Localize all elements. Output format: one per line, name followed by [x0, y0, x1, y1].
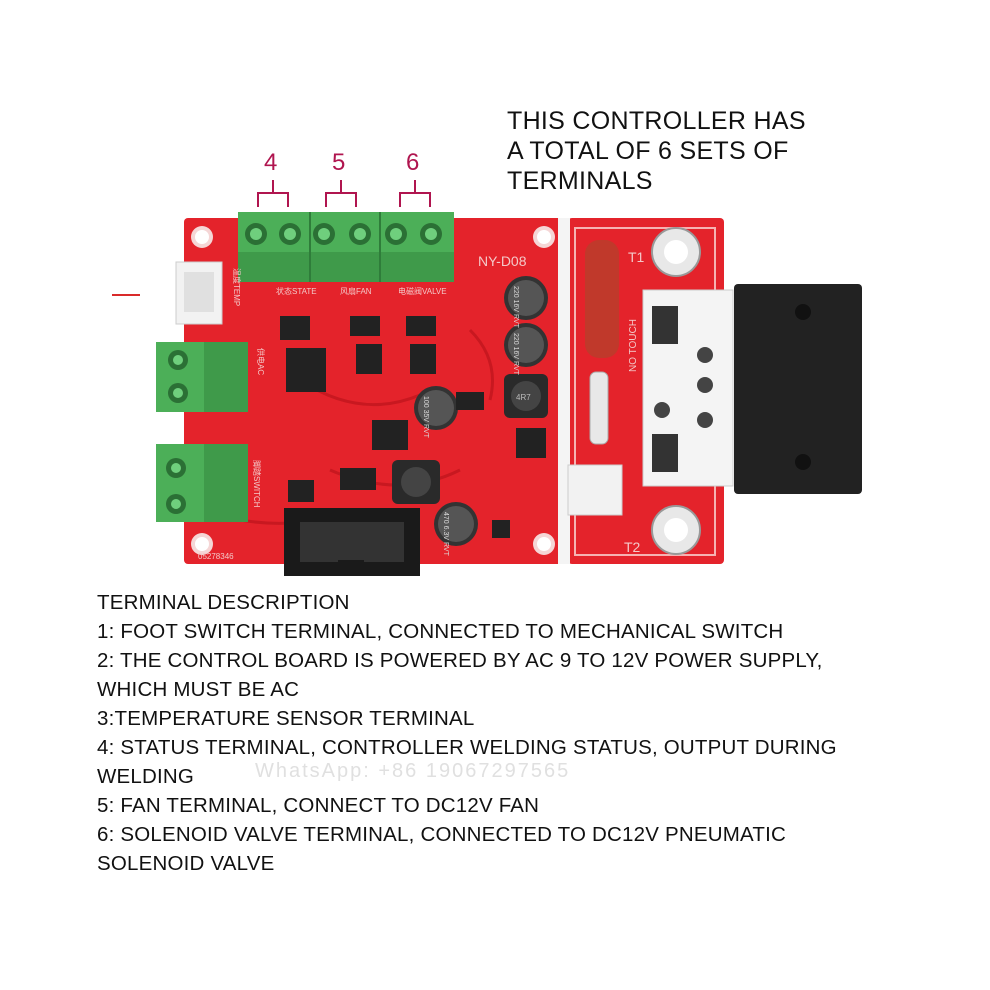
terminal-block-ac [156, 342, 248, 412]
callout-6: 6 [399, 149, 431, 207]
description-title: TERMINAL DESCRIPTION [97, 591, 350, 614]
label-fan: 风扇FAN [340, 286, 372, 296]
description-line: 3:TEMPERATURE SENSOR TERMINAL [97, 707, 475, 730]
cap-4-label: 470 6.3V RVT [442, 512, 449, 557]
callout-6-label: 6 [406, 149, 419, 176]
description-line: SOLENOID VALVE [97, 852, 275, 875]
description-line: WHICH MUST BE AC [97, 678, 300, 701]
terminal-block-top [238, 212, 454, 282]
callout-4-label: 4 [264, 149, 277, 176]
description-line: 4: STATUS TERMINAL, CONTROLLER WELDING S… [97, 736, 837, 759]
capacitors [414, 276, 548, 546]
label-ac: 供电AC [256, 348, 266, 375]
callout-5-label: 5 [332, 149, 345, 176]
heatsink-relay [734, 284, 862, 494]
callout-5: 5 [325, 149, 357, 207]
description-line: 6: SOLENOID VALVE TERMINAL, CONNECTED TO… [97, 823, 786, 846]
label-temp: 温度TEMP [232, 268, 242, 306]
description-line: 2: THE CONTROL BOARD IS POWERED BY AC 9 … [97, 649, 823, 672]
callout-4: 4 [257, 149, 289, 207]
terminal-description: TERMINAL DESCRIPTION 1: FOOT SWITCH TERM… [97, 588, 957, 878]
terminal-block-switch [156, 444, 248, 522]
label-no-touch: NO TOUCH [628, 319, 639, 372]
label-t1: T1 [628, 249, 645, 265]
optocoupler [567, 464, 623, 516]
headline-line-3: TERMINALS [507, 167, 653, 195]
description-line: WELDING [97, 765, 195, 788]
description-line: 5: FAN TERMINAL, CONNECT TO DC12V FAN [97, 794, 540, 817]
headline-line-2: A TOTAL OF 6 SETS OF [507, 137, 789, 165]
headline-line-1: THIS CONTROLLER HAS [507, 107, 806, 135]
label-valve: 电磁阀VALVE [398, 286, 447, 296]
varistor [585, 240, 619, 358]
label-t2: T2 [624, 539, 641, 555]
board-model: NY-D08 [478, 253, 527, 269]
label-serial: 05278346 [198, 552, 234, 561]
cap-3-label: 100 35V RVT [422, 396, 429, 439]
cap-2-label: 220 16V RVT [512, 333, 519, 376]
inductor-label: 4R7 [516, 393, 531, 402]
description-line: 1: FOOT SWITCH TERMINAL, CONNECTED TO ME… [97, 620, 784, 643]
cap-1-label: 220 16V RVT [512, 286, 519, 329]
small-components [280, 316, 546, 538]
watermark: WhatsApp: +86 19067297565 [255, 760, 571, 782]
label-status: 状态STATE [276, 286, 317, 296]
headline: THIS CONTROLLER HAS A TOTAL OF 6 SETS OF… [507, 106, 867, 196]
label-switch: 脚踏SWITCH [252, 460, 262, 508]
